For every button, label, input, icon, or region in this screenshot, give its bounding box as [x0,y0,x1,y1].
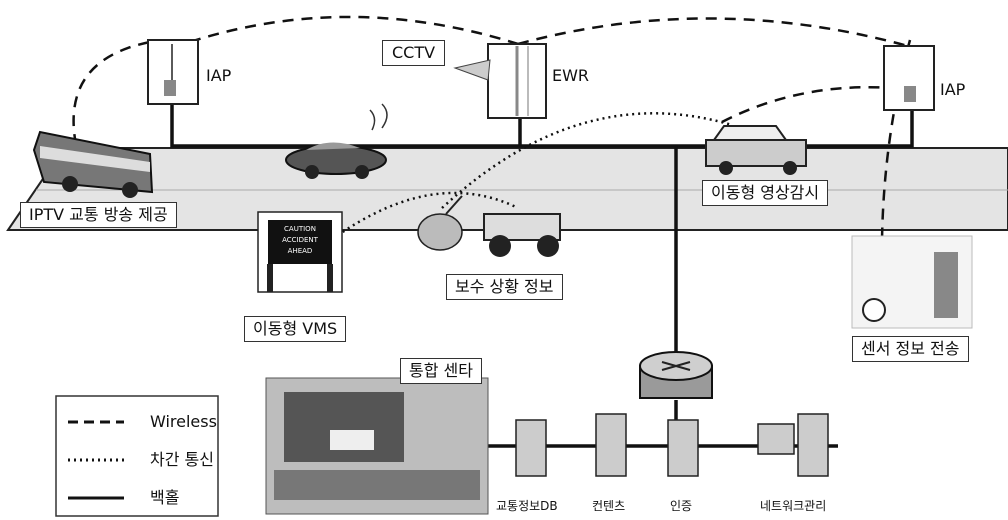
server-network-mgmt [758,414,828,476]
server-label-network-mgmt: 네트워크관리 [760,500,826,512]
server-label-traffic-db: 교통정보DB [496,500,558,512]
server-traffic-db [516,420,546,476]
legend-label-backhaul: 백홀 [150,490,179,506]
iap-left-device [148,40,198,104]
vms-line-2: ACCIDENT [268,235,332,246]
repair-truck [484,214,560,257]
center-label: 통합 센타 [400,358,482,384]
vms-line-1: CAUTION [268,224,332,235]
mobile-vms-label: 이동형 VMS [244,316,346,342]
server-contents [596,414,626,476]
cctv-label: CCTV [382,40,445,66]
wireless-car-iap [722,87,892,122]
wireless-arc-ewr-iap [518,18,908,46]
iap-left-label: IAP [206,68,231,84]
legend-label-wireless: Wireless [150,414,217,430]
iap-right-label: IAP [940,82,965,98]
iap-right-device [884,46,934,110]
wireless-bus-iap [74,42,150,145]
iptv-label: IPTV 교통 방송 제공 [20,202,177,228]
road-sensor [852,236,972,328]
server-auth [668,420,698,476]
router [640,352,712,398]
server-label-contents: 컨텐츠 [592,500,625,512]
vms-line-3: AHEAD [268,246,332,257]
ewr-label: EWR [552,68,589,84]
repair-info-label: 보수 상황 정보 [446,274,563,300]
accident-car [286,104,387,179]
wireless-arc-iap-ewr [172,17,518,48]
mobile-surveillance-label: 이동형 영상감시 [702,180,828,206]
legend-label-v2v: 차간 통신 [150,452,214,468]
control-center-photo [266,378,488,514]
ewr-device [455,44,546,118]
server-label-auth: 인증 [670,500,692,512]
vms-sign-text: CAUTION ACCIDENT AHEAD [268,224,332,257]
sensor-info-label: 센서 정보 전송 [852,336,969,362]
